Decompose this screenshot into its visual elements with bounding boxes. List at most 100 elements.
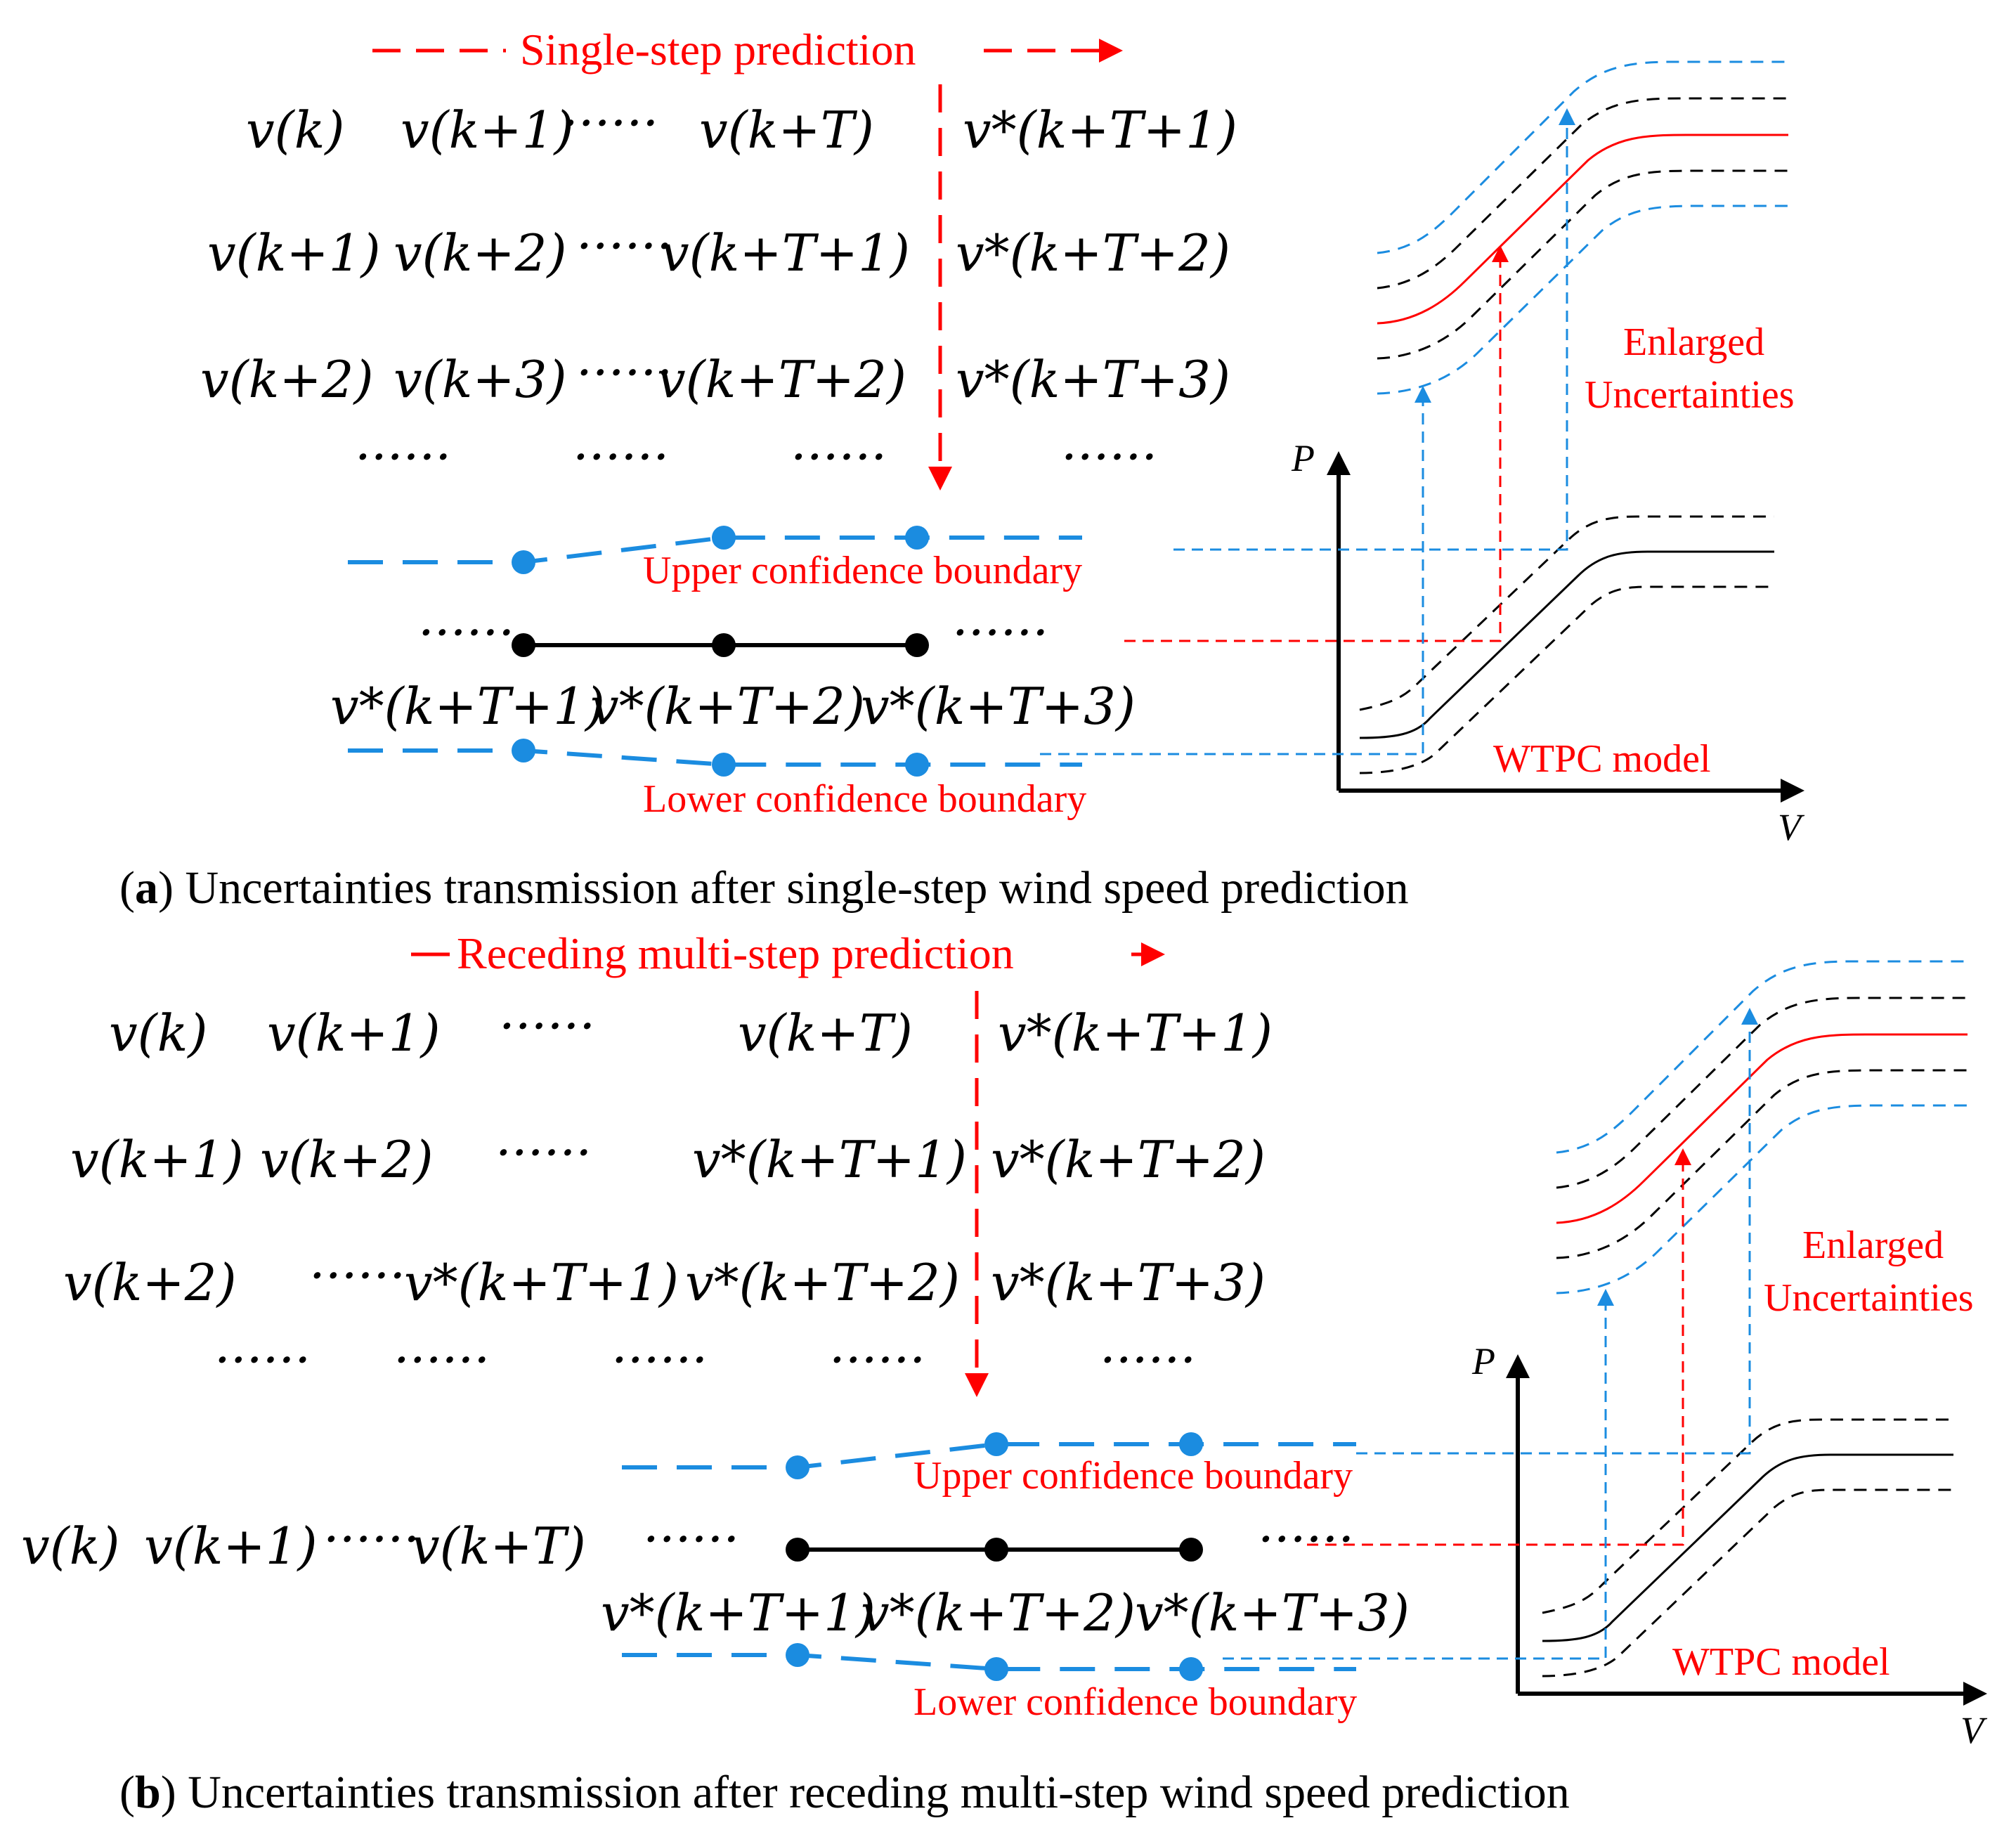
panel-b-lower-label: Lower confidence boundary [913,1680,1357,1724]
panel-b-upper-point-3 [1179,1432,1203,1456]
panel-a-r3-c1: v(k+2) [200,350,374,409]
panel-a-dots-row: ······ ······ ······ ······ [355,427,1157,486]
panel-b-r2-c4: v*(k+T+1) [692,1130,967,1189]
panel-a-curve-upper-band [1359,515,1774,711]
panel-b-dots-row: ······ ······ ······ ······ ······ [214,1330,1196,1389]
panel-a-proj-mid [1124,245,1509,642]
panel-a-enlarged-line1: Enlarged [1623,320,1764,364]
panel-a-y-axis-label: P [1291,437,1315,479]
panel-a-r3-c5: v*(k+T+3) [956,350,1230,409]
panel-b-lower-point-2 [984,1657,1008,1681]
panel-a-pred-label-1: v*(k+T+1) [330,677,605,736]
panel-a-lower-point-1 [512,739,535,762]
panel-a-curve-nominal [1359,550,1774,739]
panel-a-mid-dots-left: ······ [418,603,514,662]
panel-b-top-curve-blue-lower [1556,1104,1968,1294]
panel-a-caption-text: Uncertainties transmission after single-… [174,862,1409,914]
panel-b-proj-mid [1307,1148,1691,1546]
panel-a-caption: (a) Uncertainties transmission after sin… [119,862,1409,914]
panel-b-wtpc-chart: P V Enlarged Uncertainties WTPC model [1223,960,1988,1751]
panel-b-upper-boundary-line [622,1442,1356,1469]
panel-a-top-curve-black-lower [1377,169,1788,360]
panel-b-row-2: v(k+1) v(k+2) ······ v*(k+T+1) v*(k+T+2) [70,1123,1266,1189]
panel-b-pred-point-3 [1179,1538,1203,1562]
panel-a: Single-step prediction v(k) v(k+1) ·····… [119,25,1805,914]
panel-a-proj-upper [1173,108,1575,551]
panel-a-dots-2: ······ [573,427,669,486]
panel-a-r2-c5: v*(k+T+2) [956,223,1230,283]
panel-a-dots-4: ······ [1061,427,1157,486]
panel-a-top-curve-blue-upper [1377,60,1788,254]
panel-a-r1-c5: v*(k+T+1) [963,100,1237,160]
panel-b: Receding multi-step prediction v(k) v(k+… [21,928,1988,1818]
panel-b-caption: (b) Uncertainties transmission after rec… [119,1767,1570,1818]
panel-b-pred-label-1: v*(k+T+1) [601,1583,876,1642]
panel-b-proj-lower [1223,1289,1614,1660]
panel-a-top-curve-black-upper [1377,97,1788,290]
panel-b-lower-point-3 [1179,1657,1203,1681]
panel-b-top-curve-red [1556,1033,1968,1224]
panel-a-model-label: WTPC model [1493,737,1711,781]
panel-a-r2-c4: v(k+T+1) [661,223,910,283]
panel-b-caption-letter: b [135,1767,161,1818]
panel-a-row-1: v(k) v(k+1) ······ v(k+T) v*(k+T+1) [246,93,1237,160]
panel-a-wtpc-chart: P V Enlarged Uncertainties WTPC model [1040,60,1805,848]
panel-b-enlarged-line1: Enlarged [1802,1224,1944,1267]
panel-a-top-curve-blue-lower [1377,205,1788,395]
panel-a-r1-c4: v(k+T) [699,100,874,160]
panel-b-r1-c3: ······ [499,997,595,1056]
panel-b-r1-c1: v(k) [109,1004,207,1063]
panel-b-r2-c1: v(k+1) [70,1130,244,1189]
panel-a-lower-point-2 [712,753,736,777]
panel-b-caption-text: Uncertainties transmission after recedin… [176,1767,1570,1818]
panel-a-r1-c3: ······ [562,93,658,152]
panel-b-header-text: Receding multi-step prediction [457,928,1014,978]
panel-a-lower-point-3 [905,753,929,777]
panel-b-pred-label-3: v*(k+T+3) [1135,1583,1410,1642]
panel-a-pred-point-1 [512,633,535,657]
panel-b-dots-4: ······ [829,1330,925,1389]
panel-b-r3-c1: v(k+2) [63,1253,237,1312]
panel-b-r1-c2: v(k+1) [267,1004,441,1063]
panel-a-lower-boundary-line [348,748,1082,767]
panel-b-proj-upper [1356,1008,1758,1455]
panel-b-r1-c5: v*(k+T+1) [998,1004,1273,1063]
panel-b-r3-c2: ······ [309,1246,405,1305]
panel-a-dots-1: ······ [355,427,451,486]
panel-b-pred-point-2 [984,1538,1008,1562]
panel-a-proj-lower [1040,386,1431,755]
panel-a-r2-c3: ······ [576,216,672,275]
panel-a-r3-c3: ······ [576,343,672,402]
panel-a-mid-dots-right: ······ [952,603,1048,662]
panel-a-r2-c2: v(k+2) [394,223,567,283]
panel-b-base-c3: ······ [323,1510,420,1569]
panel-b-curve-nominal [1542,1453,1953,1642]
panel-a-pred-label-2: v*(k+T+2) [590,677,865,736]
panel-b-top-curve-black-lower [1556,1069,1968,1259]
panel-b-r1-c4: v(k+T) [738,1004,913,1063]
panel-a-pred-label-3: v*(k+T+3) [861,677,1136,736]
panel-b-model-label: WTPC model [1672,1640,1890,1684]
panel-b-base-c2: v(k+1) [144,1517,318,1576]
panel-a-pred-point-3 [905,633,929,657]
panel-b-enlarged-line2: Uncertainties [1764,1276,1974,1320]
panel-b-curve-lower-band [1542,1488,1953,1678]
panel-a-upper-boundary-line [348,536,1082,564]
panel-a-lower-label: Lower confidence boundary [643,777,1086,821]
panel-a-r2-c1: v(k+1) [207,223,381,283]
panel-b-base-c5: ······ [643,1510,739,1569]
panel-b-dots-5: ······ [1100,1330,1196,1389]
panel-b-lower-point-1 [786,1643,809,1667]
panel-a-r3-c2: v(k+3) [394,350,567,409]
panel-b-top-curve-blue-upper [1556,960,1968,1154]
panel-b-upper-point-2 [984,1432,1008,1456]
panel-b-x-axis-label: V [1960,1709,1988,1751]
panel-b-row-1: v(k) v(k+1) ······ v(k+T) v*(k+T+1) [109,997,1273,1063]
panel-b-r2-c3: ······ [495,1123,592,1182]
panel-a-r1-c2: v(k+1) [401,100,574,160]
panel-b-y-axis-label: P [1471,1340,1495,1382]
panel-b-dots-1: ······ [214,1330,311,1389]
panel-a-row-3: v(k+2) v(k+3) ······ v(k+T+2) v*(k+T+3) [200,343,1230,409]
panel-b-upper-point-1 [786,1455,809,1479]
